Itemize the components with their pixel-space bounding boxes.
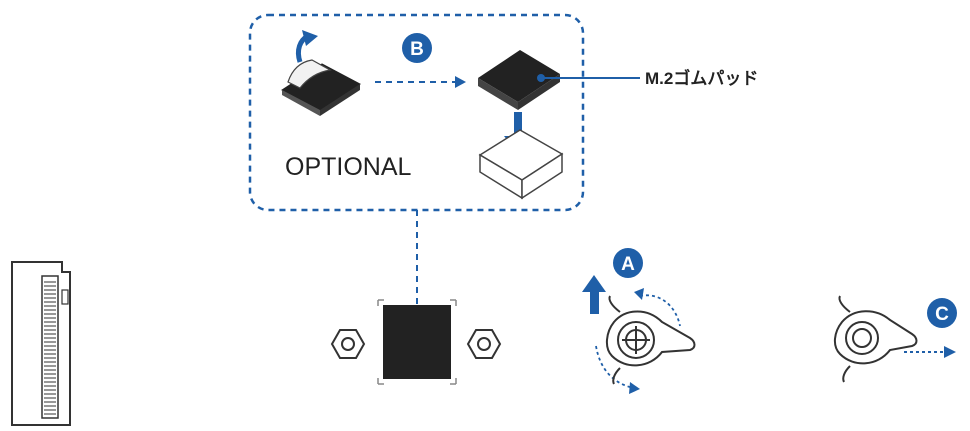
step-badge-c: C [927,298,957,328]
svg-text:B: B [410,39,424,60]
lift-up-arrow-icon [582,275,606,314]
svg-text:A: A [621,254,635,275]
socket-block-icon [478,129,564,200]
rotate-arrow-icon [595,288,681,394]
optional-label: OPTIONAL [285,153,412,181]
pad-with-film-icon [281,59,361,116]
m2-latch-locked-icon [606,295,696,385]
rubber-pad-label: M.2ゴムパッド [645,68,758,88]
rubber-pad-icon [478,50,560,110]
step-badge-b: B [402,33,432,63]
m2-latch-unlocked-icon [834,295,918,383]
up-arrow-icon [295,30,318,63]
hex-standoff-left-icon [330,329,366,359]
m2-slot-connector [11,261,71,426]
svg-text:C: C [935,304,949,325]
slide-arrow-icon [904,346,956,358]
step-badge-a: A [613,248,643,278]
hex-standoff-right-icon [466,329,502,359]
pad-position-icon [377,299,457,385]
